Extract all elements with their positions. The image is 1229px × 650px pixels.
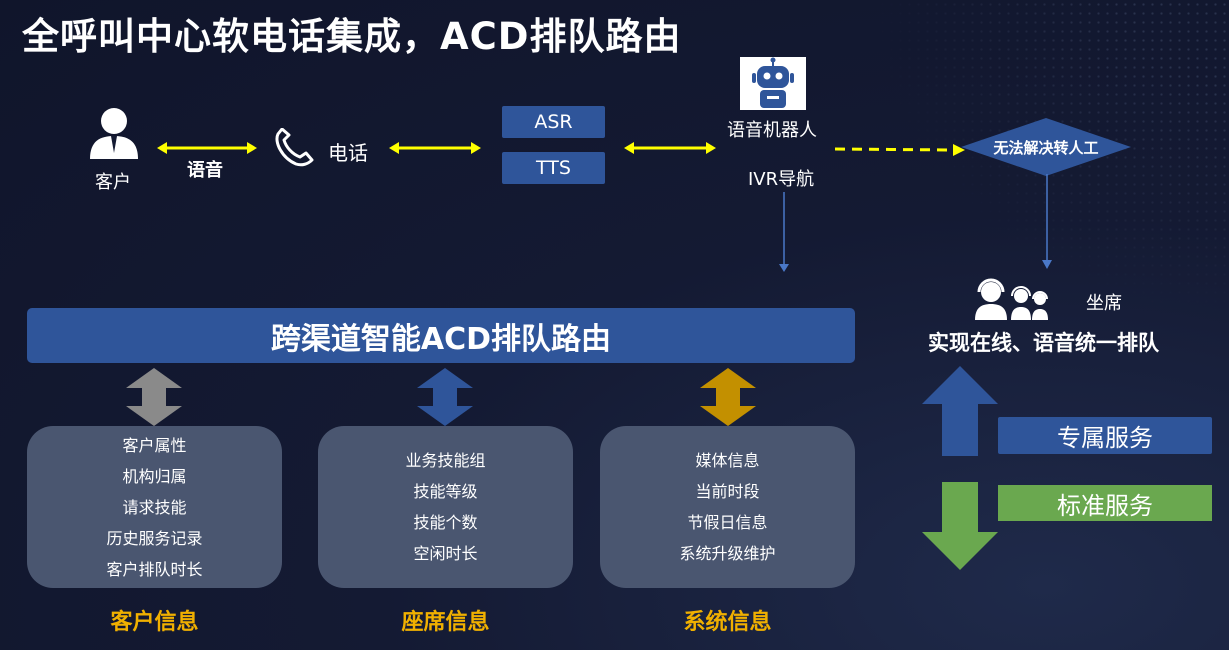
system-info-arrow [700,368,756,426]
tts-box: TTS [502,152,605,184]
customer-info-arrow [126,368,182,426]
agent-info-item: 技能等级 [413,482,478,501]
standard-service-down-arrow [922,482,998,570]
standard-service-label: 标准服务 [1057,491,1153,520]
system-info-item: 媒体信息 [695,451,760,470]
exclusive-service-label: 专属服务 [1057,424,1153,452]
transfer-dashed-arrow [835,144,965,156]
system-info-item: 当前时段 [695,482,760,501]
voice-arrow [157,142,257,154]
agent-info-item: 空闲时长 [413,544,478,563]
customer-info-item: 请求技能 [122,497,187,517]
system-info-title: 系统信息 [683,610,772,635]
agent-headset-icon [973,278,1053,322]
exclusive-service-box: 专属服务 [998,417,1212,454]
agent-info-arrow [417,368,473,426]
robot-icon [740,57,806,110]
voice-label: 语音 [187,160,223,181]
customer-icon [85,103,143,161]
customer-info-card: 客户属性 机构归属 请求技能 历史服务记录 客户排队时长 [27,426,282,588]
transfer-down-arrow [1042,174,1052,269]
system-info-item: 节假日信息 [687,513,768,532]
ivr-down-arrow [779,192,789,272]
system-info-item: 系统升级维护 [679,544,776,563]
customer-info-item: 客户排队时长 [106,559,203,579]
customer-info-item: 客户属性 [122,435,187,455]
transfer-label: 无法解决转人工 [993,139,1099,157]
acd-routing-bar: 跨渠道智能ACD排队路由 [27,308,855,363]
asr-box: ASR [502,106,605,138]
ivr-label: IVR导航 [748,169,815,190]
acd-routing-label: 跨渠道智能ACD排队路由 [270,321,612,357]
asr-label: ASR [534,111,573,133]
unified-queue-label: 实现在线、语音统一排队 [928,331,1159,355]
tts-robot-arrow [624,142,716,154]
robot-label: 语音机器人 [727,120,817,141]
standard-service-box: 标准服务 [998,485,1212,521]
system-info-card: 媒体信息 当前时段 节假日信息 系统升级维护 [600,426,855,588]
exclusive-service-up-arrow [922,366,998,456]
phone-asr-arrow [389,142,481,154]
agent-info-item: 业务技能组 [405,451,486,470]
transfer-diamond [961,118,1131,176]
customer-info-item: 历史服务记录 [106,528,203,548]
customer-info-item: 机构归属 [122,466,187,486]
customer-info-title: 客户信息 [110,610,199,635]
customer-label: 客户 [95,172,131,193]
tts-label: TTS [536,157,571,179]
agent-info-title: 座席信息 [401,610,490,635]
page-title: 全呼叫中心软电话集成，ACD排队路由 [22,15,682,58]
agent-info-item: 技能个数 [413,513,478,532]
phone-label: 电话 [328,141,368,165]
phone-icon [272,127,318,168]
agent-label: 坐席 [1086,293,1122,314]
agent-info-card: 业务技能组 技能等级 技能个数 空闲时长 [318,426,573,588]
